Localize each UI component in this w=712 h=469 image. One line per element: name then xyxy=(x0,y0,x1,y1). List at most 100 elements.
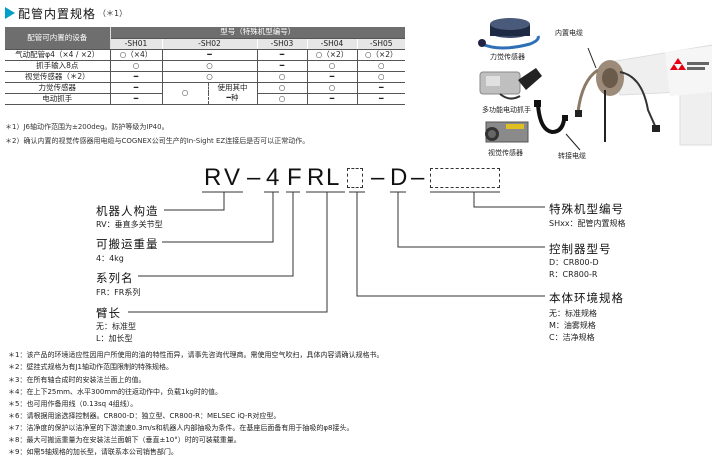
footnote: ＊4：在上下25mm、水平300mm的往返动作中，负载1kg时的值。 xyxy=(8,388,222,396)
model-char: D xyxy=(390,164,408,191)
footnote: ＊5：也可用作备用线（0.13sq 4组线）。 xyxy=(8,400,138,408)
legend-controller-value: R：CR800-R xyxy=(549,270,598,279)
legend-arm-length-title: 臂长 xyxy=(96,306,121,320)
force-sensor-image xyxy=(478,18,540,50)
piping-spec-table: 配管可内置的设备 型号（特殊机型编号） -SH01 -SH02 -SH03 -S… xyxy=(5,27,405,105)
model-char: R xyxy=(307,164,325,191)
table-cell: ━ xyxy=(109,71,162,83)
model-char: L xyxy=(326,164,340,191)
table-group-header: 型号（特殊机型编号） xyxy=(110,27,405,39)
row-label: 气动配管φ4（×4 / ×2） xyxy=(5,49,110,61)
table-note: ＊1）J6轴动作范围为±200deg。防护等级为IP40。 xyxy=(5,123,169,131)
table-cell: ━ xyxy=(356,93,405,105)
footnote: ＊3：在所有轴合成时的安装法兰面上的值。 xyxy=(8,376,146,384)
table-cell: ○（×4） xyxy=(109,49,162,61)
legend-series-title: 系列名 xyxy=(96,271,134,285)
legend-environment-value: 无：标准规格 xyxy=(549,309,597,318)
model-char: F xyxy=(287,164,302,191)
special-code-placeholder-box xyxy=(430,168,500,188)
internal-cable-pointer xyxy=(587,47,597,69)
model-char: – xyxy=(247,164,261,191)
section-title: 配管内置规格 （＊1） xyxy=(5,5,127,21)
table-cell: ━ xyxy=(109,93,162,105)
column-header: -SH05 xyxy=(356,38,405,50)
table-cell-merged: ○ xyxy=(161,82,209,105)
table-cell: ━ xyxy=(161,49,257,61)
table-row: 视觉传感器（＊2） ━ ○ ○ ━ ○ xyxy=(5,71,405,83)
legend-payload-title: 可搬运重量 xyxy=(96,237,159,251)
section-title-text: 配管内置规格 xyxy=(18,6,97,21)
legend-series-value: FR：FR系列 xyxy=(96,288,141,297)
table-cell-note: 使用其中 xyxy=(217,82,248,92)
vision-sensor-image xyxy=(485,121,529,143)
legend-arm-length-value: 无：标准型 xyxy=(96,322,136,331)
row-label: 视觉传感器（＊2） xyxy=(5,71,110,83)
footnote: ＊9：如需5轴规格的加长型，请联系本公司销售部门。 xyxy=(8,448,178,456)
legend-arm-length-value: L：加长型 xyxy=(96,334,133,343)
table-cell-note: ━种 xyxy=(208,93,257,105)
row-label: 力觉传感器 xyxy=(5,82,110,94)
robot-arm-image xyxy=(575,44,712,146)
row-label: 电动抓手 xyxy=(5,93,110,105)
legend-environment-title: 本体环境规格 xyxy=(549,291,624,305)
relay-cable-label: 转接电缆 xyxy=(558,152,586,160)
legend-robot-structure-title: 机器人构造 xyxy=(96,204,159,218)
column-header: -SH02 xyxy=(161,38,257,50)
product-photo-illustration xyxy=(478,18,712,151)
table-row: 抓手输入8点 ○ ○ ━ ○ ○ xyxy=(5,60,405,72)
legend-controller-value: D：CR800-D xyxy=(549,258,599,267)
table-cell: ○ xyxy=(161,60,257,72)
model-char: – xyxy=(371,164,385,191)
environment-code-placeholder-box xyxy=(347,168,363,188)
legend-robot-structure-value: RV：垂直多关节型 xyxy=(96,220,163,229)
column-header: -SH04 xyxy=(306,38,357,50)
footnote: ＊1：该产品的环境适应性因用户所使用的油的特性而异，请事先咨询代理商。需使用空气… xyxy=(8,351,384,359)
table-cell: ━ xyxy=(356,82,405,94)
table-cell: ━ xyxy=(306,71,357,83)
row-label: 抓手输入8点 xyxy=(5,60,110,72)
legend-environment-value: M：油雾规格 xyxy=(549,321,596,330)
table-cell: ○ xyxy=(161,71,257,83)
product-photo-area: 力觉传感器 多功能电动抓手 视觉传感器 内置电缆 转接电缆 xyxy=(470,10,712,160)
table-cell: ━ xyxy=(256,49,307,61)
table-row: 力觉传感器 ━ ○ 使用其中 ○ ○ ━ xyxy=(5,82,405,105)
table-cell: ○（×2） xyxy=(306,49,357,61)
legend-controller-title: 控制器型号 xyxy=(549,242,612,256)
internal-cable-label: 内置电缆 xyxy=(555,29,583,37)
column-header: -SH03 xyxy=(256,38,307,50)
table-note: ＊2）确认内置的视觉传感器用电缆与COGNEX公司生产的In-Sight EZ连… xyxy=(5,137,310,145)
footnote: ＊7：洁净度的保护以洁净室的下游流速0.3m/s和机器人内部抽吸为条件。在基座后… xyxy=(8,424,354,432)
footnote: ＊6：请根据用途选择控制器。CR800-D：独立型、CR800-R：MELSEC… xyxy=(8,412,281,420)
model-char: – xyxy=(411,164,425,191)
table-cell: ━ xyxy=(256,60,307,72)
table-cell: ○（×2） xyxy=(356,49,405,61)
table-corner-header: 配管可内置的设备 xyxy=(5,27,111,50)
column-header: -SH01 xyxy=(109,38,162,50)
electric-gripper-image xyxy=(479,68,542,100)
table-cell: ━ xyxy=(109,82,162,94)
table-cell: ○ xyxy=(306,60,357,72)
legend-special-model-value: SHxx：配管内置规格 xyxy=(549,219,626,228)
relay-cable-pointer xyxy=(565,133,581,151)
section-title-note: （＊1） xyxy=(98,8,128,18)
footnote: ＊8：最大可搬运重量为在安装法兰面朝下（垂直±10°）时的可装载重量。 xyxy=(8,436,241,444)
table-row: 电动抓手 ━ ━种 ○ ━ ━ xyxy=(5,93,405,105)
legend-special-model-title: 特殊机型编号 xyxy=(549,202,624,216)
table-cell: ○ xyxy=(256,93,307,105)
relay-cable-image xyxy=(536,104,566,135)
vision-sensor-label: 视觉传感器 xyxy=(488,149,523,157)
table-cell: ○ xyxy=(109,60,162,72)
triangle-bullet-icon xyxy=(5,7,15,19)
table-cell: ○ xyxy=(306,82,357,94)
table-cell: ○ xyxy=(356,60,405,72)
table-cell: ━ xyxy=(306,93,357,105)
electric-gripper-label: 多功能电动抓手 xyxy=(482,106,531,114)
table-cell: ○ xyxy=(256,82,307,94)
model-char: V xyxy=(224,164,241,191)
model-char: 4 xyxy=(266,164,280,191)
table-row: 气动配管φ4（×4 / ×2） ○（×4） ━ ━ ○（×2） ○（×2） xyxy=(5,49,405,61)
legend-payload-value: 4：4kg xyxy=(96,254,124,263)
table-cell: ○ xyxy=(356,71,405,83)
model-char: R xyxy=(204,164,222,191)
